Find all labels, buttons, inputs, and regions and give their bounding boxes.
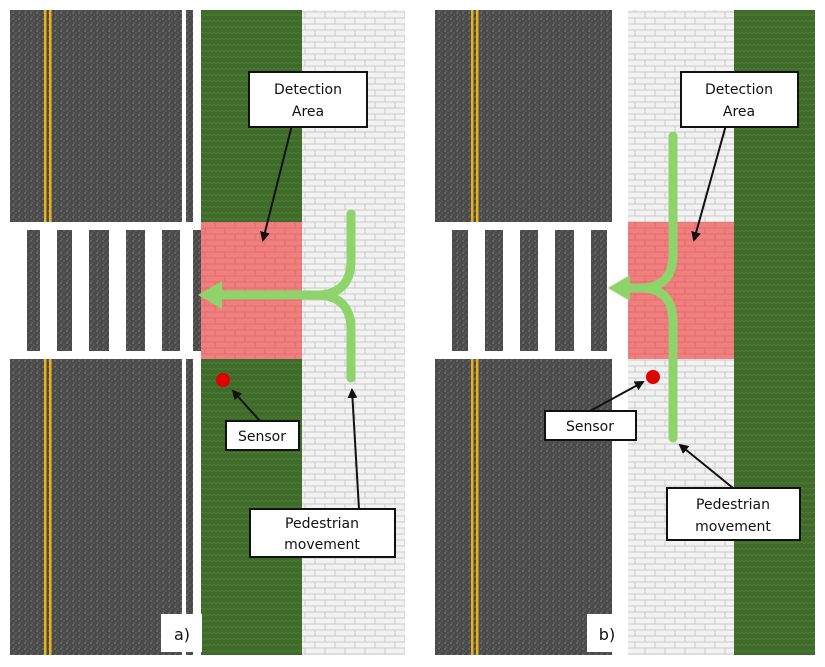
crosswalk-b (435, 222, 628, 359)
sensor-icon-b (646, 370, 660, 384)
crosswalk-a (10, 222, 201, 359)
callout-detection-b: Detection Area (680, 71, 799, 242)
panel-tag-box-a (161, 614, 202, 652)
sensor-label-a: Sensor (238, 429, 286, 445)
detection-label-a-2: Area (292, 104, 324, 120)
callout-pedestrian-a: Pedestrian movement (249, 388, 396, 558)
panel-tag-b: b) (599, 625, 615, 644)
pedestrian-label-a-1: Pedestrian (285, 516, 359, 532)
detection-label-b-2: Area (723, 104, 755, 120)
panel-b: Detection Area Sensor Pedestrian movemen… (435, 10, 815, 655)
sensor-icon-a (216, 373, 230, 387)
detection-label-b-1: Detection (705, 82, 773, 98)
callout-sensor-a: Sensor (225, 389, 300, 451)
grass-strip-a-bottom (201, 359, 302, 655)
sensor-label-b: Sensor (566, 419, 614, 435)
pedestrian-label-a-2: movement (284, 537, 360, 553)
panel-a: Detection Area Sensor Pedestrian movemen… (10, 10, 405, 655)
panel-tag-box-b (587, 614, 628, 652)
pedestrian-label-b-1: Pedestrian (696, 497, 770, 513)
pedestrian-label-b-2: movement (695, 519, 771, 535)
panel-tag-a: a) (174, 625, 190, 644)
callout-pedestrian-b: Pedestrian movement (666, 443, 801, 541)
movement-arrow-a (198, 209, 356, 383)
movement-arrow-b (608, 131, 678, 443)
callout-detection-a: Detection Area (248, 71, 368, 242)
callout-sensor-b: Sensor (544, 381, 645, 441)
detection-label-a-1: Detection (274, 82, 342, 98)
